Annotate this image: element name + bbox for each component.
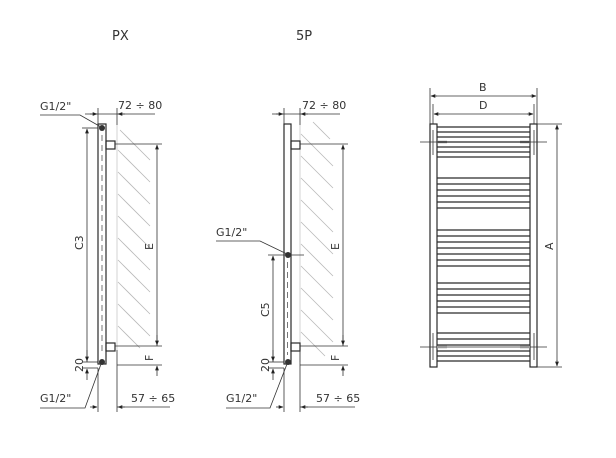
fivep-wall-distance-bottom: 57 ÷ 65 bbox=[316, 392, 360, 405]
px-dim-e: E bbox=[143, 243, 156, 250]
px-dim-20: 20 bbox=[73, 358, 86, 372]
px-radiator-profile bbox=[97, 123, 116, 365]
front-dim-d: D bbox=[479, 99, 487, 112]
front-dim-a: A bbox=[543, 242, 556, 250]
px-dim-c3: C3 bbox=[73, 235, 86, 250]
front-view: B D bbox=[420, 81, 562, 368]
left-collector-tube bbox=[429, 123, 438, 368]
fivep-dim-c5: C5 bbox=[259, 302, 272, 317]
fivep-dim-e: E bbox=[329, 243, 342, 250]
px-connection-bottom: G1/2" bbox=[40, 392, 71, 405]
fivep-dim-20: 20 bbox=[259, 358, 272, 372]
fivep-side-view: 5P 72 ÷ bbox=[216, 29, 360, 412]
px-dim-f: F bbox=[143, 355, 156, 361]
fivep-title: 5P bbox=[296, 29, 312, 44]
fivep-dim-f: F bbox=[329, 355, 342, 361]
px-wall-distance-top: 72 ÷ 80 bbox=[118, 99, 162, 112]
px-wall-distance-bottom: 57 ÷ 65 bbox=[131, 392, 175, 405]
towel-bars bbox=[437, 126, 530, 362]
px-connection-top: G1/2" bbox=[40, 100, 71, 113]
fivep-connection-bottom: G1/2" bbox=[226, 392, 257, 405]
fivep-wall-hatch bbox=[299, 121, 334, 362]
right-collector-tube bbox=[529, 123, 538, 368]
px-title: PX bbox=[112, 29, 129, 44]
fivep-radiator-profile bbox=[283, 123, 301, 365]
px-wall-hatch bbox=[116, 125, 151, 350]
px-side-view: PX 72 ÷ 80 bbox=[40, 29, 175, 412]
front-dim-b: B bbox=[479, 81, 487, 94]
fivep-wall-distance-top: 72 ÷ 80 bbox=[302, 99, 346, 112]
fivep-connection-middle: G1/2" bbox=[216, 226, 247, 239]
